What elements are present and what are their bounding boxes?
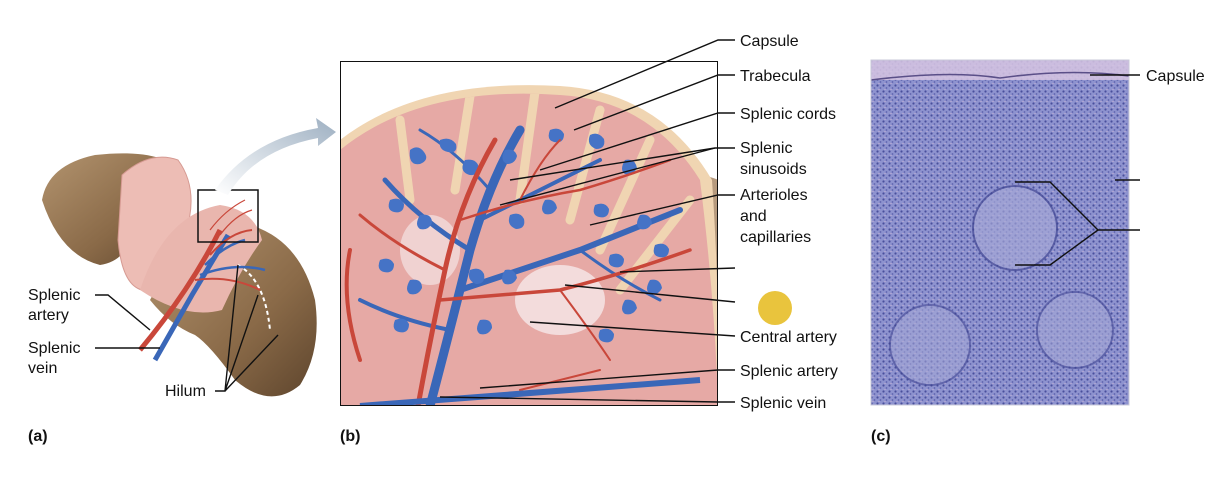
- label-splenic-sinusoids-2: sinusoids: [740, 161, 807, 178]
- panel-label-c: (c): [871, 428, 891, 445]
- label-central-artery: Central artery: [740, 329, 837, 346]
- panel-b-labels: Capsule Trabecula Splenic cords Splenic …: [740, 33, 838, 412]
- panel-a-labels: Splenic artery Splenic vein Hilum: [28, 264, 279, 400]
- label-capsule-b: Capsule: [740, 33, 799, 50]
- panel-c-histology-micrograph: Capsule: [870, 59, 1205, 406]
- splenic-sinusoid-blobs: [378, 128, 669, 343]
- label-splenic-vein-a-2: vein: [28, 360, 57, 377]
- trabeculae: [395, 93, 695, 295]
- splenic-artery-vessel: [138, 228, 223, 352]
- lymphoid-follicle: [1036, 291, 1114, 369]
- artery-branches: [344, 137, 692, 406]
- label-splenic-vein-b: Splenic vein: [740, 395, 826, 412]
- label-hilum: Hilum: [165, 383, 206, 400]
- label-splenic-vein-a-1: Splenic: [28, 340, 80, 357]
- hilum-dashed-line: [237, 264, 271, 331]
- label-splenic-artery-b: Splenic artery: [740, 363, 838, 380]
- lymphoid-follicle: [889, 304, 971, 386]
- panel-label-b: (b): [340, 428, 360, 445]
- spleen-inner-pulp: [140, 205, 262, 313]
- zoom-arrow: [215, 118, 336, 195]
- label-splenic-cords: Splenic cords: [740, 106, 836, 123]
- label-arterioles-1: Arterioles: [740, 187, 808, 204]
- yellow-marker-dot: [758, 291, 792, 325]
- lymphoid-follicle: [972, 185, 1058, 271]
- label-capsule-c: Capsule: [1146, 68, 1205, 85]
- panel-label-a: (a): [28, 428, 48, 445]
- panel-b-spleen-section: [340, 61, 718, 406]
- label-splenic-sinusoids-1: Splenic: [740, 140, 792, 157]
- label-trabecula: Trabecula: [740, 68, 811, 85]
- panel-a-spleen-illustration: [42, 153, 317, 397]
- label-splenic-artery-a-1: Splenic: [28, 287, 80, 304]
- panel-b-leader-lines: [439, 39, 736, 403]
- label-arterioles-2: and: [740, 208, 767, 225]
- label-splenic-artery-a-2: artery: [28, 307, 69, 324]
- label-arterioles-3: capillaries: [740, 229, 811, 246]
